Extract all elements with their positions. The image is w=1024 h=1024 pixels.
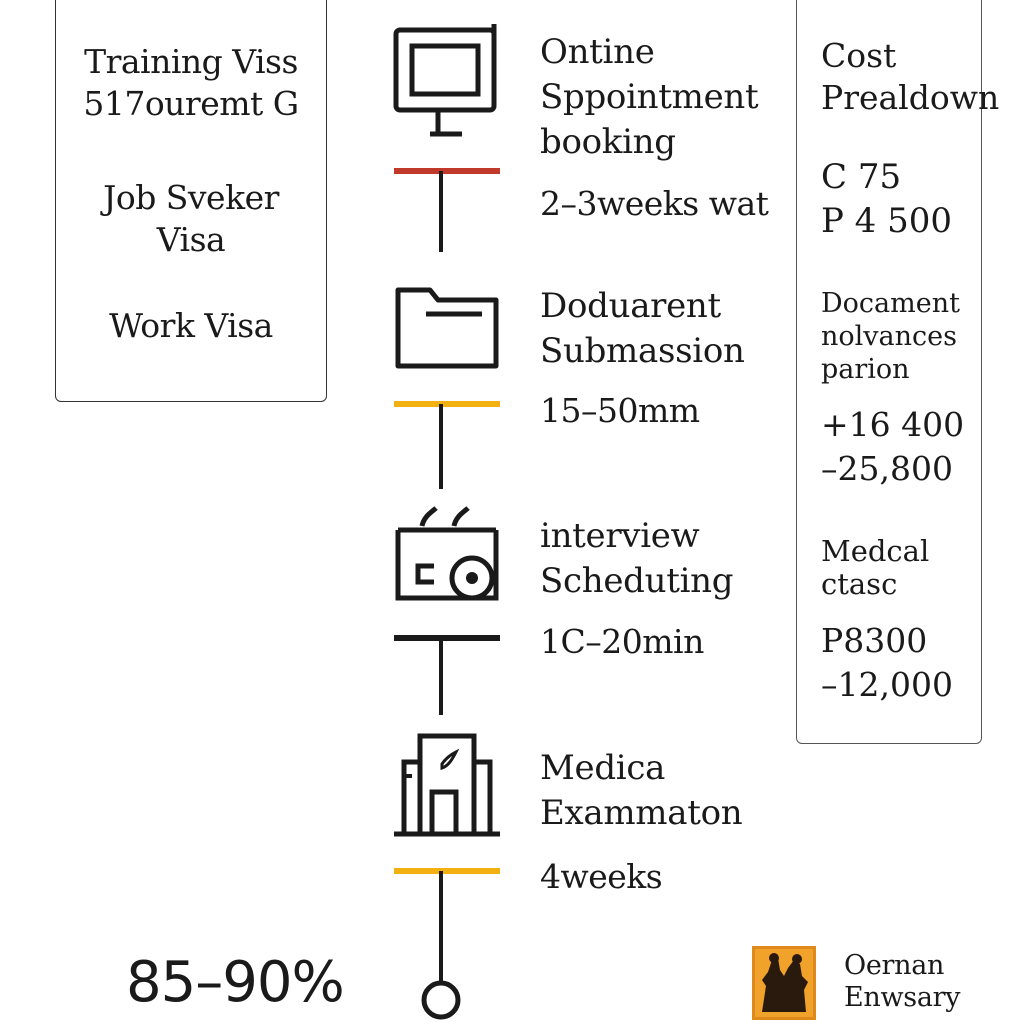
cost-heading: Cost Prealdown	[821, 36, 1000, 117]
step-title-medical: Medica Exammaton	[540, 748, 743, 833]
cost-label-medical: Medcal ctasc	[821, 534, 930, 601]
step-title-appointment: Ontine Sppointment booking	[540, 32, 759, 162]
hospital-icon	[390, 732, 504, 840]
embassy-logo	[752, 946, 816, 1020]
cost-values-document: +16 400 –25,800	[821, 405, 965, 488]
cost-breakdown-panel: Cost Prealdown C 75 P 4 500 Docament nol…	[796, 0, 999, 744]
step-time-interview: 1C–20min	[540, 622, 704, 661]
visa-types-panel: Training Viss 517ouremt G Job Sveker Vis…	[55, 0, 327, 402]
cost-values-appointment: C 75 P 4 500	[821, 157, 953, 241]
visa-type-training: Training Viss 517ouremt G	[83, 42, 299, 123]
step-connector-3	[394, 633, 502, 717]
step-time-appointment: 2–3weeks wat	[540, 184, 769, 223]
step-title-document: Doduarent Submassion	[540, 286, 745, 371]
step-connector-1	[394, 166, 502, 254]
cost-values-medical: P8300 –12,000	[821, 621, 953, 704]
visa-type-work: Work Visa	[109, 306, 273, 345]
step-title-interview: interview Scheduting	[540, 516, 734, 601]
cost-label-document: Docament nolvances parion	[821, 288, 960, 385]
step-connector-4	[394, 866, 502, 1020]
step-connector-2	[394, 399, 502, 491]
monitor-icon	[390, 20, 502, 142]
footer-org-name: Oernan Enwsary	[844, 950, 961, 1013]
step-time-medical: 4weeks	[540, 857, 663, 896]
visa-type-job-seeker: Job Sveker Visa	[103, 178, 279, 259]
calendar-clock-icon	[392, 504, 504, 606]
step-time-document: 15–50mm	[540, 391, 700, 430]
success-rate: 85–90%	[126, 950, 345, 1015]
folder-icon	[392, 282, 504, 372]
